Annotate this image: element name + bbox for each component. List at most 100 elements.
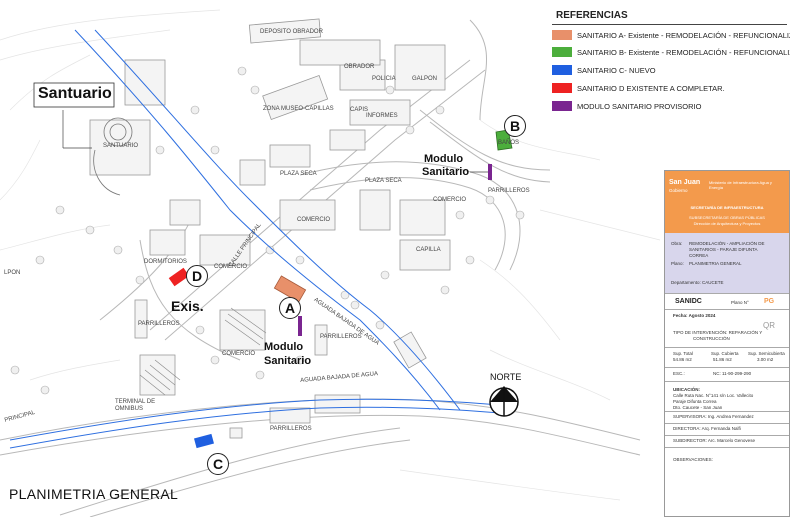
label-lpon: LPON — [4, 270, 21, 276]
tb-divider-3 — [665, 347, 789, 348]
label-comercio-2: COMERCIO — [297, 217, 330, 223]
sanitario-d-shape — [168, 267, 190, 287]
norte-label: NORTE — [490, 372, 522, 382]
sanitario-b-label: Sanitario — [422, 166, 470, 178]
north-arrow-icon — [489, 386, 519, 417]
legend-text-a: SANITARIO A- Existente - REMODELACIÓN - … — [577, 31, 790, 40]
tb-divider-2 — [665, 309, 789, 310]
sanitario-a-shape — [273, 275, 307, 303]
obra-text-1: REMODELACIÓN - AMPLIACIÓN DE — [689, 241, 765, 246]
santuario-title: Santuario — [38, 85, 112, 102]
label-policia: POLICIA — [372, 76, 396, 82]
nc: NC: 11-90-299-290 — [713, 371, 752, 376]
ubicacion-3: Dto. Caucete - San Juan — [673, 405, 723, 410]
label-plaza-seca-1: PLAZA SECA — [280, 171, 317, 177]
ministry-name: Ministerio de Infraestructura Agua y Ene… — [709, 180, 772, 190]
sup-semi: 3.00 m2 — [757, 357, 774, 362]
sanitario-a-label: Sanitario — [264, 355, 312, 367]
sanitario-c-shape — [194, 433, 214, 449]
tb-divider-4 — [665, 367, 789, 368]
title-block: San Juan Gobierno Ministerio de Infraest… — [664, 170, 790, 517]
code-label: SANIDC — [675, 298, 702, 305]
directora: DIRECTORA: Arq. Fernanda Nalfi — [673, 426, 741, 431]
santuario-structure — [93, 117, 133, 196]
title-block-header: San Juan Gobierno Ministerio de Infraest… — [665, 171, 789, 233]
parking-hatch — [139, 307, 267, 396]
tb-divider-5 — [665, 381, 789, 382]
terrain-contours — [0, 9, 661, 501]
label-plaza-seca-2: PLAZA SECA — [365, 178, 402, 184]
legend-swatch-c — [552, 65, 572, 75]
label-omnibus: OMNIBUS — [115, 406, 144, 412]
legend: REFERENCIAS SANITARIO A- Existente - REM… — [552, 10, 790, 120]
legend-swatch-a — [552, 30, 572, 40]
plano-label: Plano: — [671, 261, 684, 266]
plano-num-label: Plano N° — [731, 300, 749, 305]
tb-divider-9 — [665, 447, 789, 448]
obra-text-2: SANITARIOS - PARAJE DIFUNTA — [689, 247, 758, 252]
label-capis: CAPIS — [350, 107, 369, 113]
roads — [0, 19, 641, 517]
supervisora: SUPERVISORA: Ing. Andrea Fernandez — [673, 414, 754, 419]
legend-text-d: SANITARIO D EXISTENTE A COMPLETAR. — [577, 84, 725, 93]
label-comercio-3: COMERCIO — [214, 264, 247, 270]
legend-swatch-modulo — [552, 101, 572, 111]
subdirector: SUBDIRECTOR: Arc. Marcelo Genovese — [673, 438, 755, 443]
modulo-b-label: Modulo — [424, 153, 464, 165]
exis-label: Exis. — [171, 298, 204, 314]
label-parrilleros-b: PARRILLEROS — [488, 188, 530, 194]
legend-text-modulo: MODULO SANITARIO PROVISORIO — [577, 102, 702, 111]
ubicacion-1: Calle Ruta Nac. N°141 s/n Loc. Vallecito — [673, 393, 754, 398]
fecha: Fecha: Agosto 2024 — [673, 313, 716, 318]
san-juan-logo: San Juan — [669, 179, 701, 186]
direccion-name: Dirección de Arquitectura y Proyectos — [693, 221, 761, 226]
sup-cubierta: 51.86 m2 — [713, 357, 732, 362]
marker-b: B — [504, 115, 526, 137]
label-santuario: SANTUARIO — [103, 143, 139, 149]
label-comercio-4: COMERCIO — [222, 351, 255, 357]
label-parrilleros-3: PARRILLEROS — [270, 426, 312, 432]
modulo-provisorio-b — [488, 164, 492, 180]
secretaria-name: SECRETARÍA DE INFRAESTRUCTURA — [690, 205, 764, 210]
ubicacion-label: UBICACIÓN: — [673, 387, 700, 392]
obra-text-3: CORREA — [689, 253, 709, 258]
legend-text-b: SANITARIO B- Existente - REMODELACIÓN - … — [577, 48, 790, 57]
label-dormitorios: DORMITORIOS — [144, 259, 187, 265]
santuario-label-box — [33, 82, 115, 108]
plano-num: PG — [764, 298, 775, 305]
tb-divider-8 — [665, 435, 789, 436]
modulo-a-label: Modulo — [264, 341, 304, 353]
page-title: PLANIMETRIA GENERAL — [9, 486, 179, 502]
ubicacion-2: Paraje Difunta Correa — [673, 399, 717, 404]
sup-total-label: Sup. Total — [673, 351, 693, 356]
tipo-1: TIPO DE INTERVENCIÓN: REPARACIÓN Y — [673, 330, 763, 335]
tipo-2: CONSTRUCCIÓN — [693, 336, 730, 341]
tb-divider-7 — [665, 423, 789, 424]
legend-text-c: SANITARIO C- NUEVO — [577, 66, 656, 75]
esc-label: ESC.: — [673, 371, 685, 376]
obra-section: Obra: REMODELACIÓN - AMPLIACIÓN DE SANIT… — [665, 233, 789, 293]
obra-label: Obra: — [671, 241, 683, 246]
label-zona-museo: ZONA MUSEO-CAPILLAS — [263, 106, 334, 112]
label-parrilleros-1: PARRILLEROS — [138, 321, 180, 327]
legend-title: REFERENCIAS — [556, 10, 628, 21]
trees — [10, 66, 525, 395]
sup-total: 54.86 m2 — [673, 357, 692, 362]
label-comercio-1: COMERCIO — [433, 197, 466, 203]
buildings — [89, 18, 451, 439]
label-galpon: GALPON — [412, 76, 438, 82]
departamento: Departamento: CAUCETE — [671, 280, 724, 285]
label-banos: BAÑOS — [498, 140, 520, 146]
tb-divider-6 — [665, 411, 789, 412]
label-terminal: TERMINAL DE — [115, 399, 156, 405]
tb-divider-1 — [665, 293, 789, 294]
label-parrilleros-2: PARRILLEROS — [320, 334, 362, 340]
legend-divider — [552, 24, 787, 25]
sup-semi-label: Sup. Semicubierta — [748, 351, 785, 356]
label-deposito-obrador: DEPOSITO OBRADOR — [260, 29, 323, 35]
label-capilla: CAPILLA — [416, 247, 441, 253]
subsecretaria-name: SUBSECRETARÍA DE OBRAS PÚBLICAS — [689, 215, 765, 220]
sup-cubierta-label: Sup. Cubierta — [711, 351, 739, 356]
water-streams — [9, 29, 501, 449]
